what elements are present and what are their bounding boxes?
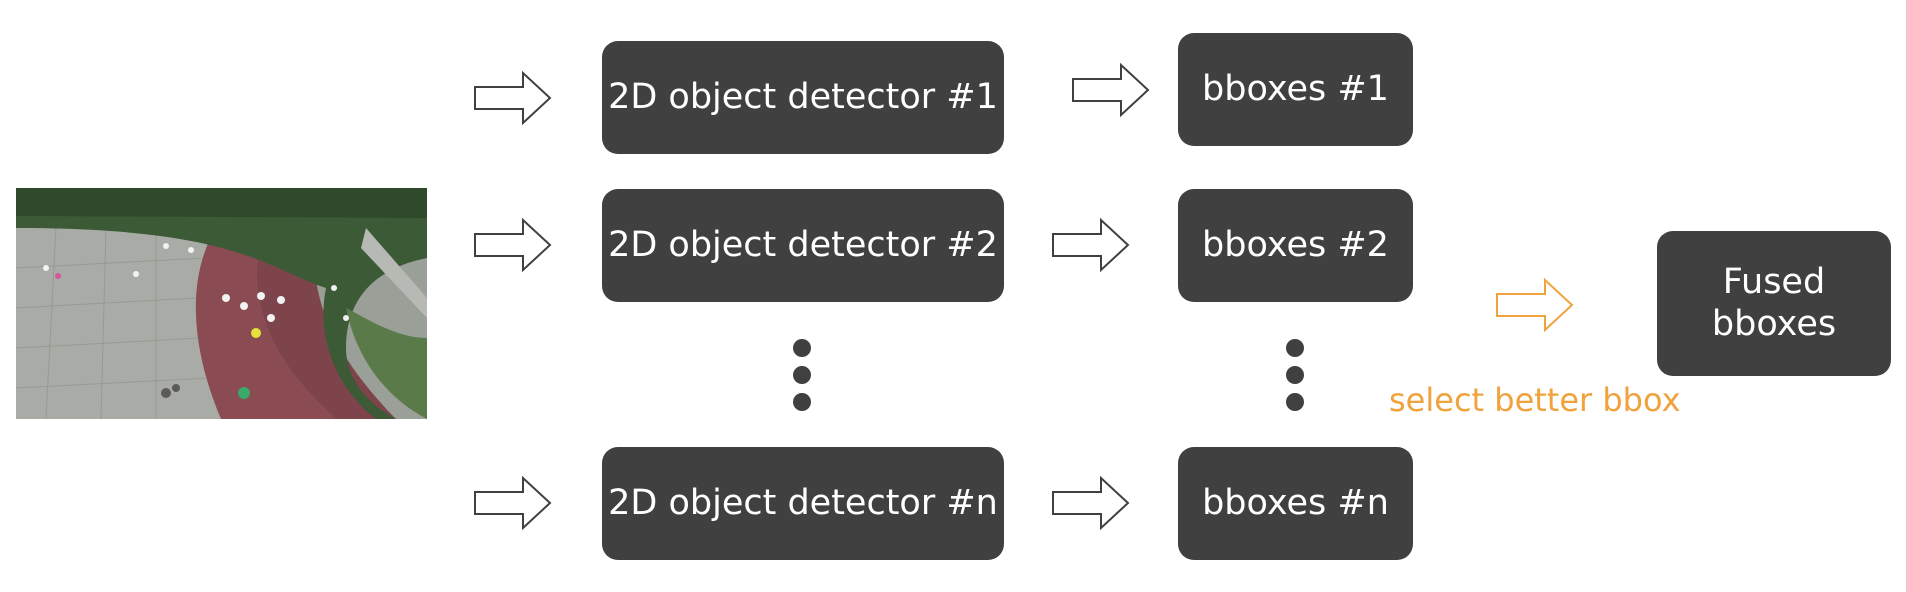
bboxes-label: bboxes #2 (1202, 224, 1389, 265)
bboxes-box-n: bboxes #n (1178, 447, 1413, 560)
arrow-icon (1052, 217, 1130, 273)
arrow-icon (1052, 475, 1130, 531)
ellipsis-dots-icon (1286, 339, 1304, 411)
detector-label: 2D object detector #1 (608, 76, 998, 117)
detector-box-2: 2D object detector #2 (602, 189, 1004, 302)
bboxes-box-1: bboxes #1 (1178, 33, 1413, 146)
bboxes-box-2: bboxes #2 (1178, 189, 1413, 302)
arrow-icon (474, 70, 552, 126)
detector-box-1: 2D object detector #1 (602, 41, 1004, 154)
arrow-icon (1072, 62, 1150, 118)
bboxes-label: bboxes #1 (1202, 68, 1389, 109)
ellipsis-dots-icon (793, 339, 811, 411)
arrow-icon (474, 475, 552, 531)
detector-box-n: 2D object detector #n (602, 447, 1004, 560)
fused-label: Fused bboxes (1711, 262, 1837, 344)
accent-arrow-icon (1496, 277, 1574, 333)
detector-label: 2D object detector #2 (608, 224, 998, 265)
bboxes-label: bboxes #n (1202, 482, 1389, 523)
arrow-icon (474, 217, 552, 273)
fused-bboxes-box: Fused bboxes (1657, 231, 1891, 376)
detector-label: 2D object detector #n (608, 482, 998, 523)
input-image (16, 188, 427, 419)
fusion-note: select better bbox (1389, 381, 1681, 419)
